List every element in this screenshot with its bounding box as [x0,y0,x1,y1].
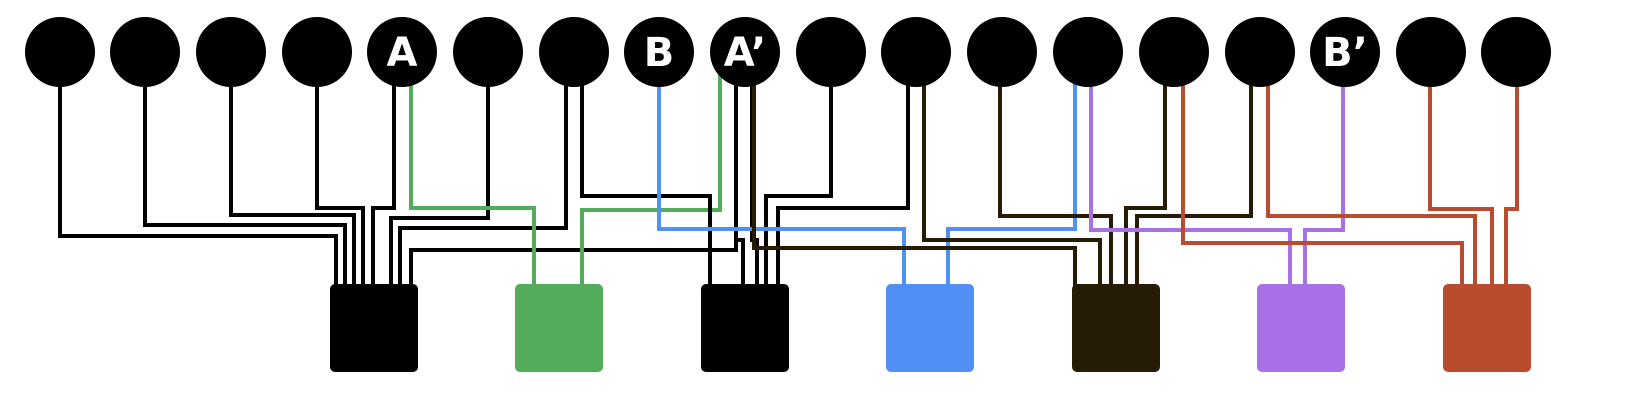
wire-n9-to-box5 [752,52,1077,288]
wire-n15-to-box7 [1266,52,1477,288]
node-circle [1225,17,1295,87]
wire-n6-to-box1 [389,52,490,288]
output-box-7 [1443,284,1531,372]
wire-n4-to-box1 [315,52,365,288]
input-node-6 [453,17,523,87]
wires-layer [58,52,1519,288]
wire-n7-to-box3 [580,52,712,288]
node-circle [881,17,951,87]
input-node-14 [1139,17,1209,87]
wire-n9-to-box2 [580,52,722,288]
input-node-5: A [367,17,437,87]
wire-n10-to-box3 [764,52,833,288]
node-label: A’ [724,30,766,76]
wire-n9-to-box3 [734,52,745,288]
wire-n18-to-box7 [1504,52,1519,288]
input-node-17 [1396,17,1466,87]
node-circle [710,17,780,87]
wire-n11-to-box3 [776,52,910,288]
node-circle [967,17,1037,87]
node-circle [1481,17,1551,87]
wire-n9-to-box1 [409,52,738,288]
wire-n16-to-box6 [1303,52,1345,288]
wire-n17-to-box7 [1428,52,1494,288]
wire-n5-to-box2 [409,52,536,288]
wire-n1-to-box1 [58,52,338,288]
input-node-9: A’ [710,17,780,87]
wire-n14-to-box7 [1181,52,1464,288]
wire-n5-to-box1 [371,52,396,288]
input-node-15 [1225,17,1295,87]
wire-n8-to-box4 [657,52,906,288]
wire-n15-to-box5 [1135,52,1253,288]
input-node-11 [881,17,951,87]
input-node-8: B [624,17,694,87]
node-circle [110,17,180,87]
node-circle [539,17,609,87]
output-box-6 [1257,284,1345,372]
input-node-3 [196,17,266,87]
input-node-16: B’ [1310,17,1380,87]
node-circle [1396,17,1466,87]
nodes-layer: A B A’ B’ [25,17,1551,87]
input-node-4 [282,17,352,87]
node-circle [796,17,866,87]
output-box-4 [886,284,974,372]
wire-n7-to-box1 [398,52,568,288]
wire-n2-to-box1 [143,52,347,288]
node-circle [196,17,266,87]
node-circle [624,17,694,87]
input-node-18 [1481,17,1551,87]
wire-n11-to-box5 [922,52,1102,288]
output-box-1 [330,284,418,372]
node-circle [1139,17,1209,87]
input-node-2 [110,17,180,87]
node-circle [1053,17,1123,87]
wire-n13-to-box6 [1089,52,1292,288]
node-label: A [387,30,418,76]
node-circle [367,17,437,87]
wire-n12-to-box5 [998,52,1113,288]
input-node-7 [539,17,609,87]
input-node-13 [1053,17,1123,87]
input-node-12 [967,17,1037,87]
output-box-3 [701,284,789,372]
wire-n14-to-box5 [1124,52,1167,288]
node-label: B [644,30,675,76]
input-node-1 [25,17,95,87]
output-box-5 [1072,284,1160,372]
output-box-2 [515,284,603,372]
input-node-10 [796,17,866,87]
node-label: B’ [1322,30,1368,76]
node-circle [282,17,352,87]
node-circle [25,17,95,87]
wire-n3-to-box1 [229,52,356,288]
node-circle [1310,17,1380,87]
boxes-layer [330,284,1531,372]
wire-n13-to-box4 [946,52,1077,288]
node-circle [453,17,523,87]
